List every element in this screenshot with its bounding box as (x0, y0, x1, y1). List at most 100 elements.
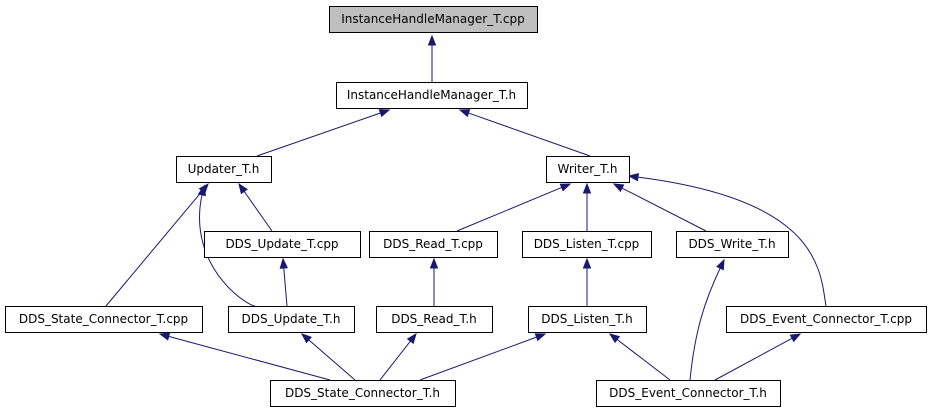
arrow-head (608, 333, 621, 344)
node-box (336, 82, 528, 109)
edge-line (636, 176, 827, 307)
node-box (546, 156, 630, 183)
edge-line (379, 339, 412, 381)
node-label: DDS_Event_Connector_T.h (609, 386, 767, 400)
node-writer-h[interactable]: Writer_T.h (546, 156, 630, 183)
edge-line (467, 112, 591, 157)
edge-dds_listen_h-to-dds_listen_cpp (582, 257, 592, 306)
arrow-head (559, 183, 572, 192)
node-label: InstanceHandleManager_T.cpp (341, 12, 525, 26)
edge-line (419, 336, 538, 381)
arrow-head (627, 172, 639, 182)
arrow-head (534, 333, 547, 342)
nodes-layer: InstanceHandleManager_T.cppInstanceHandl… (5, 6, 927, 407)
node-dds-state-conn-h[interactable]: DDS_State_Connector_T.h (270, 380, 456, 407)
node-label: InstanceHandleManager_T.h (347, 88, 516, 102)
node-dds-update-cpp[interactable]: DDS_Update_T.cpp (204, 231, 361, 258)
edge-line (456, 186, 563, 232)
node-label: DDS_Read_T.h (391, 312, 477, 326)
node-label: DDS_State_Connector_T.h (285, 386, 440, 400)
node-box (528, 306, 647, 333)
arrow-head (612, 183, 625, 193)
arrow-head (279, 257, 289, 269)
edge-dds_state_conn_h-to-dds_listen_h (419, 333, 547, 381)
node-dds-listen-h[interactable]: DDS_Listen_T.h (528, 306, 647, 333)
edge-line (243, 190, 273, 232)
arrow-head (582, 257, 592, 269)
node-label: DDS_State_Connector_T.cpp (19, 312, 188, 326)
node-dds-read-cpp[interactable]: DDS_Read_T.cpp (369, 231, 498, 258)
node-box (369, 231, 498, 258)
edge-dds_event_conn_h-to-dds_write_h (689, 258, 725, 381)
node-box (176, 156, 272, 183)
arrow-head (716, 258, 725, 271)
node-dds-read-h[interactable]: DDS_Read_T.h (376, 306, 493, 333)
node-ihm-cpp[interactable]: InstanceHandleManager_T.cpp (329, 6, 538, 33)
arrow-head (158, 332, 171, 341)
node-box (522, 231, 652, 258)
edges-layer (105, 34, 827, 381)
arrow-head (427, 34, 437, 46)
edge-dds_update_cpp-to-updater_h (238, 182, 273, 232)
node-label: Updater_T.h (188, 162, 260, 176)
edge-line (283, 266, 288, 307)
edge-dds_read_cpp-to-writer_h (456, 183, 572, 232)
node-dds-write-h[interactable]: DDS_Write_T.h (676, 231, 789, 258)
edge-dds_listen_cpp-to-writer_h (582, 182, 592, 231)
node-label: DDS_Listen_T.cpp (534, 237, 640, 251)
edge-line (256, 112, 382, 157)
node-box (376, 306, 493, 333)
arrow-head (582, 182, 592, 194)
edge-updater_h-to-ihm_h (256, 109, 391, 157)
node-label: DDS_Update_T.h (242, 312, 341, 326)
arrow-head (378, 109, 391, 118)
edge-line (689, 267, 722, 381)
edge-line (167, 335, 331, 381)
edge-ihm_h-to-ihm_cpp (427, 34, 437, 82)
arrow-head (458, 109, 471, 118)
node-dds-state-conn-cpp[interactable]: DDS_State_Connector_T.cpp (5, 306, 203, 333)
arrow-head (300, 333, 312, 344)
arrow-head (789, 333, 802, 343)
arrow-head (429, 257, 439, 269)
edge-dds_state_conn_h-to-dds_update_h (300, 333, 356, 381)
edge-dds_state_conn_cpp-to-updater_h (105, 182, 209, 307)
node-dds-event-conn-h[interactable]: DDS_Event_Connector_T.h (596, 380, 781, 407)
edge-dds_update_h-to-dds_update_cpp (279, 257, 289, 307)
edge-writer_h-to-ihm_h (458, 109, 591, 157)
node-dds-listen-cpp[interactable]: DDS_Listen_T.cpp (522, 231, 652, 258)
node-updater-h[interactable]: Updater_T.h (176, 156, 272, 183)
arrow-head (406, 332, 417, 345)
node-ihm-h[interactable]: InstanceHandleManager_T.h (336, 82, 528, 109)
node-box (676, 231, 789, 258)
edge-line (714, 337, 794, 381)
edge-line (307, 338, 356, 381)
edge-dds_event_conn_h-to-dds_listen_h (608, 333, 671, 381)
node-box (726, 306, 927, 333)
node-box (329, 6, 538, 33)
arrow-head (197, 184, 207, 197)
edge-dds_event_conn_h-to-dds_event_conn_cpp (714, 333, 802, 381)
edge-dds_read_h-to-dds_read_cpp (429, 257, 439, 306)
node-box (596, 380, 781, 407)
edge-dds_event_conn_cpp-to-writer_h (627, 172, 827, 307)
edge-dds_state_conn_h-to-dds_state_conn_cpp (158, 332, 331, 381)
node-label: DDS_Read_T.cpp (383, 237, 483, 251)
node-box (5, 306, 203, 333)
node-label: DDS_Listen_T.h (541, 312, 632, 326)
node-label: DDS_Update_T.cpp (225, 237, 338, 251)
node-dds-update-h[interactable]: DDS_Update_T.h (228, 306, 355, 333)
node-label: DDS_Event_Connector_T.cpp (740, 312, 912, 326)
node-box (204, 231, 361, 258)
edge-dds_write_h-to-writer_h (612, 183, 707, 232)
edge-line (616, 338, 671, 381)
node-label: Writer_T.h (558, 162, 618, 176)
node-box (270, 380, 456, 407)
edge-dds_state_conn_h-to-dds_read_h (379, 332, 417, 381)
edge-line (620, 187, 707, 232)
node-box (228, 306, 355, 333)
arrow-head (238, 182, 248, 195)
node-label: DDS_Write_T.h (688, 237, 775, 251)
node-dds-event-conn-cpp[interactable]: DDS_Event_Connector_T.cpp (726, 306, 927, 333)
